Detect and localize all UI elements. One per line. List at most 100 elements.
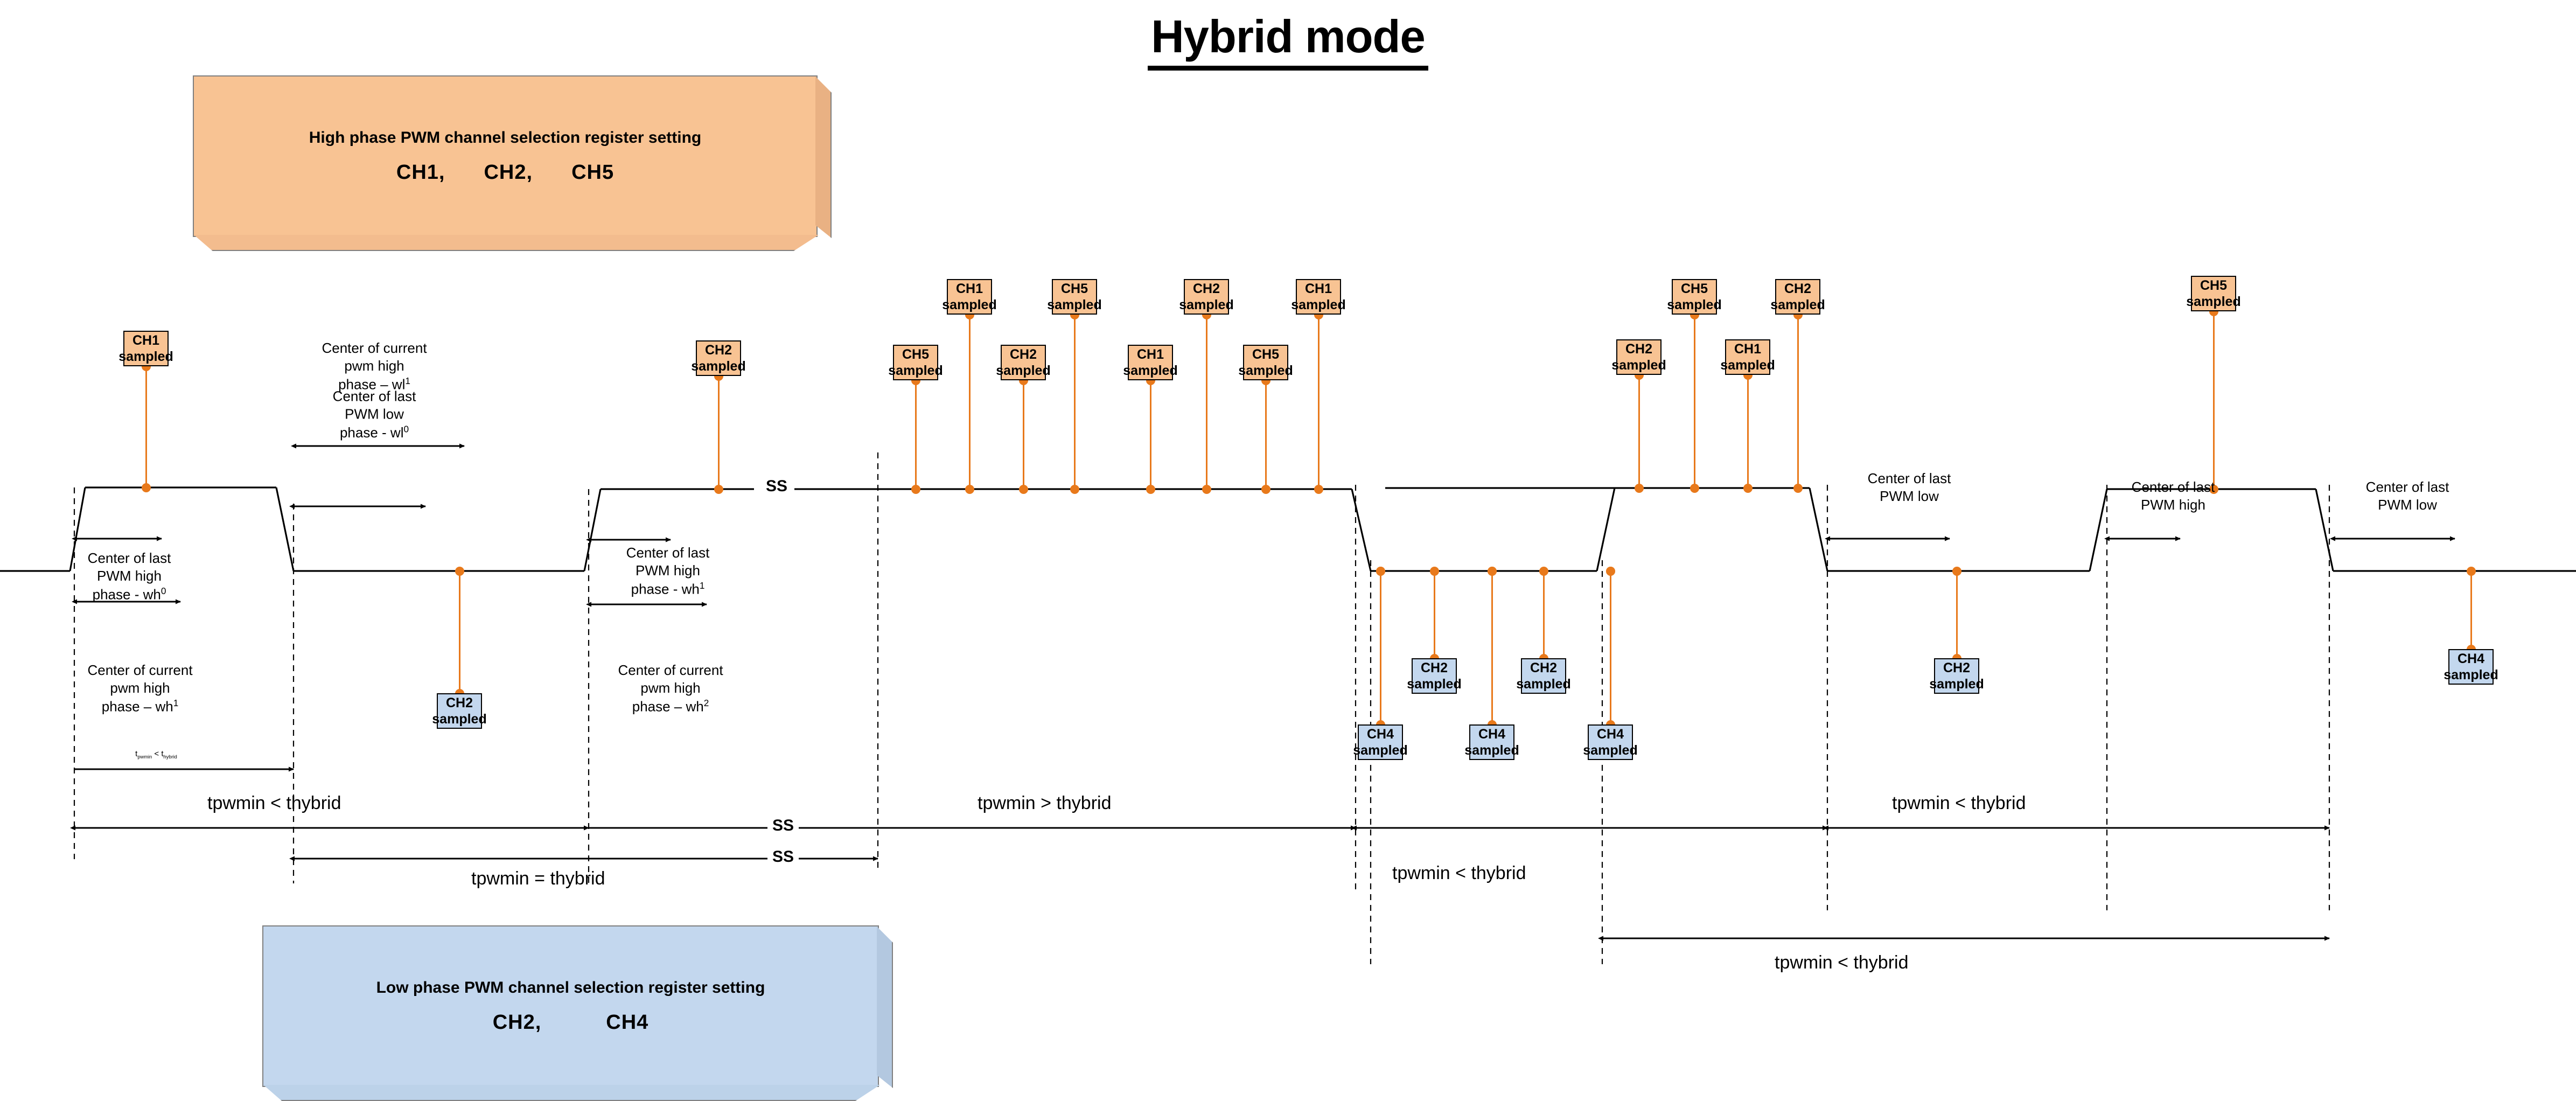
sample-dot-wave-low-4 — [1539, 567, 1548, 576]
legend-high-side-bottom — [194, 235, 819, 251]
sample-tag-state: sampled — [1667, 297, 1722, 312]
sample-tag-channel: CH5 — [1252, 346, 1279, 362]
sample-tag-state: sampled — [1929, 677, 1984, 692]
sample-stem-high-2 — [914, 380, 917, 489]
page-title: Hybrid mode — [0, 11, 2576, 71]
sample-tag-state: sampled — [2186, 294, 2241, 309]
annotation-tpwmin-tiny: tpwmin < thybrid — [135, 749, 177, 759]
legend-low-side-bottom — [263, 1085, 880, 1101]
sample-tag-state: sampled — [1464, 743, 1519, 758]
sample-stem-high-7 — [1205, 315, 1207, 489]
sample-dot-wave-high-0 — [142, 483, 151, 492]
sample-tag-channel: CH1 — [1734, 341, 1761, 357]
sample-stem-high-9 — [1317, 315, 1320, 489]
sample-stem-low-4 — [1542, 571, 1545, 658]
comparison-label-5: tpwmin < thybrid — [1775, 952, 1909, 973]
waveform-dot-extra-1 — [1488, 567, 1497, 576]
sample-dot-wave-high-7 — [1202, 485, 1211, 494]
sample-stem-high-12 — [1747, 375, 1749, 488]
sample-tag-state: sampled — [432, 712, 487, 727]
sample-dot-wave-high-4 — [1019, 485, 1028, 494]
sample-tag-state: sampled — [1720, 358, 1775, 373]
sample-stem-high-14 — [2212, 311, 2215, 489]
sample-tag-channel: CH5 — [1680, 281, 1708, 296]
sample-tag-channel: CH2 — [1943, 660, 1970, 675]
sample-stem-low-2 — [1433, 571, 1435, 658]
sample-dot-wave-high-11 — [1690, 484, 1699, 493]
sample-dot-wave-low-7 — [2467, 567, 2476, 576]
sample-stem-high-6 — [1149, 380, 1151, 489]
legend-low-side-right — [877, 926, 893, 1088]
sample-tag-channel: CH2 — [1784, 281, 1811, 296]
sample-tag-state: sampled — [1516, 677, 1571, 692]
sample-stem-high-4 — [1022, 380, 1024, 489]
sample-tag-state: sampled — [1291, 297, 1346, 312]
sample-dot-wave-high-13 — [1793, 484, 1803, 493]
legend-high-side-right — [815, 76, 832, 238]
comparison-label-1: tpwmin = thybrid — [471, 868, 605, 889]
sample-dot-wave-low-0 — [455, 567, 464, 576]
sample-tag-channel: CH1 — [1136, 346, 1164, 362]
sample-stem-high-11 — [1693, 315, 1695, 488]
sample-dot-wave-high-6 — [1146, 485, 1155, 494]
sample-tag-channel: CH1 — [132, 332, 159, 348]
sample-tag-channel: CH2 — [1192, 281, 1220, 296]
sample-tag-state: sampled — [1353, 743, 1408, 758]
legend-card-low-phase: Low phase PWM channel selection register… — [262, 925, 893, 1101]
sample-stem-low-3 — [1491, 571, 1493, 724]
sample-tag-channel: CH2 — [1625, 341, 1652, 357]
legend-low-title: Low phase PWM channel selection register… — [376, 978, 765, 997]
sample-tag-state: sampled — [888, 363, 943, 378]
sample-dot-wave-high-10 — [1635, 484, 1644, 493]
sample-tag-channel: CH2 — [445, 695, 473, 710]
sample-tag-low-0: CH2 sampled — [432, 693, 487, 729]
break-marker-2: SS — [767, 818, 799, 834]
comparison-label-3: tpwmin < thybrid — [1392, 863, 1526, 883]
sample-stem-low-6 — [1956, 571, 1958, 658]
sample-tag-channel: CH5 — [1060, 281, 1088, 296]
sample-stem-low-1 — [1379, 571, 1381, 724]
sample-tag-state: sampled — [691, 359, 746, 374]
comparison-label-2: tpwmin > thybrid — [978, 793, 1112, 813]
sample-stem-high-0 — [145, 366, 147, 487]
sample-tag-channel: CH1 — [955, 281, 983, 296]
sample-dot-wave-high-9 — [1314, 485, 1323, 494]
sample-stem-high-1 — [717, 376, 720, 489]
break-marker-1: SS — [761, 478, 793, 494]
sample-tag-state: sampled — [1179, 297, 1234, 312]
legend-high-ch-1: CH2, — [484, 161, 533, 184]
sample-tag-state: sampled — [1611, 358, 1666, 373]
sample-tag-state: sampled — [2444, 667, 2498, 682]
sample-tag-channel: CH2 — [1420, 660, 1448, 675]
sample-dot-wave-high-1 — [714, 485, 723, 494]
legend-card-high-phase: High phase PWM channel selection registe… — [193, 75, 832, 251]
sample-dot-wave-low-2 — [1430, 567, 1439, 576]
sample-tag-state: sampled — [1770, 297, 1825, 312]
sample-tag-state: sampled — [996, 363, 1051, 378]
sample-tag-state: sampled — [942, 297, 997, 312]
sample-tag-channel: CH1 — [1304, 281, 1332, 296]
sample-dot-wave-high-5 — [1070, 485, 1079, 494]
sample-tag-channel: CH2 — [1009, 346, 1037, 362]
sample-stem-low-5 — [1609, 571, 1611, 724]
sample-dot-wave-high-12 — [1743, 484, 1753, 493]
comparison-label-4: tpwmin < thybrid — [1892, 793, 2026, 813]
